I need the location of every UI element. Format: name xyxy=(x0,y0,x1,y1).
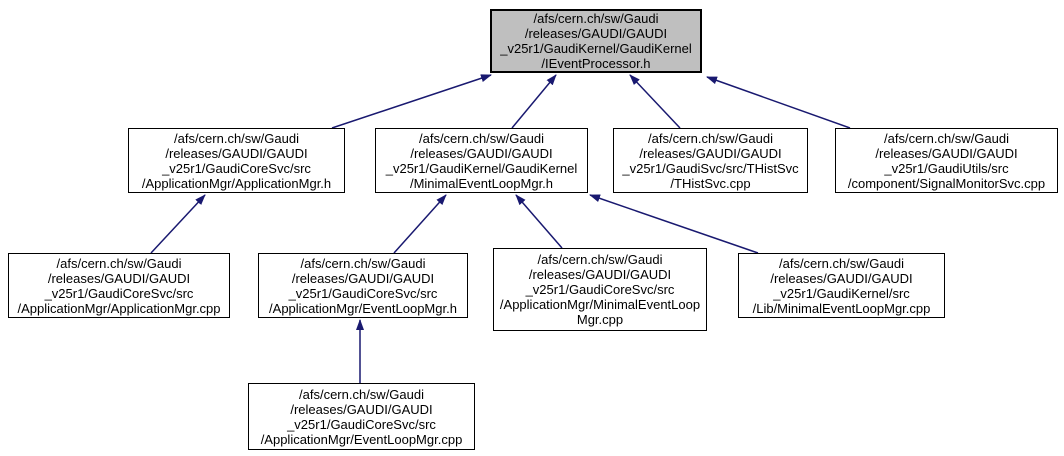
node-applicationmgr-cpp[interactable]: /afs/cern.ch/sw/Gaudi /releases/GAUDI/GA… xyxy=(8,253,230,318)
node-minimaleventloopmgr-h[interactable]: /afs/cern.ch/sw/Gaudi /releases/GAUDI/GA… xyxy=(375,128,588,193)
node-signalmonitorsvc-cpp[interactable]: /afs/cern.ch/sw/Gaudi /releases/GAUDI/GA… xyxy=(835,128,1058,193)
edge-minimaleventloopmgr-cpp-to-minimaleventloopmgr-h xyxy=(515,194,563,249)
edge-thistsvc-to-ieventprocessor xyxy=(629,74,681,129)
edge-eventloopmgr-h-to-minimaleventloopmgr-h xyxy=(393,194,447,254)
node-eventloopmgr-h[interactable]: /afs/cern.ch/sw/Gaudi /releases/GAUDI/GA… xyxy=(258,253,468,318)
edge-lib-minimaleventloopmgr-cpp-to-minimaleventloopmgr-h xyxy=(589,194,759,254)
node-ieventprocessor-h[interactable]: /afs/cern.ch/sw/Gaudi /releases/GAUDI/GA… xyxy=(490,9,702,73)
edge-applicationmgr-cpp-to-applicationmgr-h xyxy=(150,194,206,254)
edge-signalmonitorsvc-to-ieventprocessor xyxy=(706,76,851,129)
node-applicationmgr-h[interactable]: /afs/cern.ch/sw/Gaudi /releases/GAUDI/GA… xyxy=(128,128,345,193)
node-lib-minimaleventloopmgr-cpp[interactable]: /afs/cern.ch/sw/Gaudi /releases/GAUDI/GA… xyxy=(738,253,945,318)
node-minimaleventloopmgr-cpp[interactable]: /afs/cern.ch/sw/Gaudi /releases/GAUDI/GA… xyxy=(493,248,707,331)
node-eventloopmgr-cpp[interactable]: /afs/cern.ch/sw/Gaudi /releases/GAUDI/GA… xyxy=(248,383,475,450)
edge-applicationmgr-h-to-ieventprocessor xyxy=(331,74,492,129)
node-thistsvc-cpp[interactable]: /afs/cern.ch/sw/Gaudi /releases/GAUDI/GA… xyxy=(613,128,808,193)
edge-minimaleventloopmgr-h-to-ieventprocessor xyxy=(511,74,557,129)
